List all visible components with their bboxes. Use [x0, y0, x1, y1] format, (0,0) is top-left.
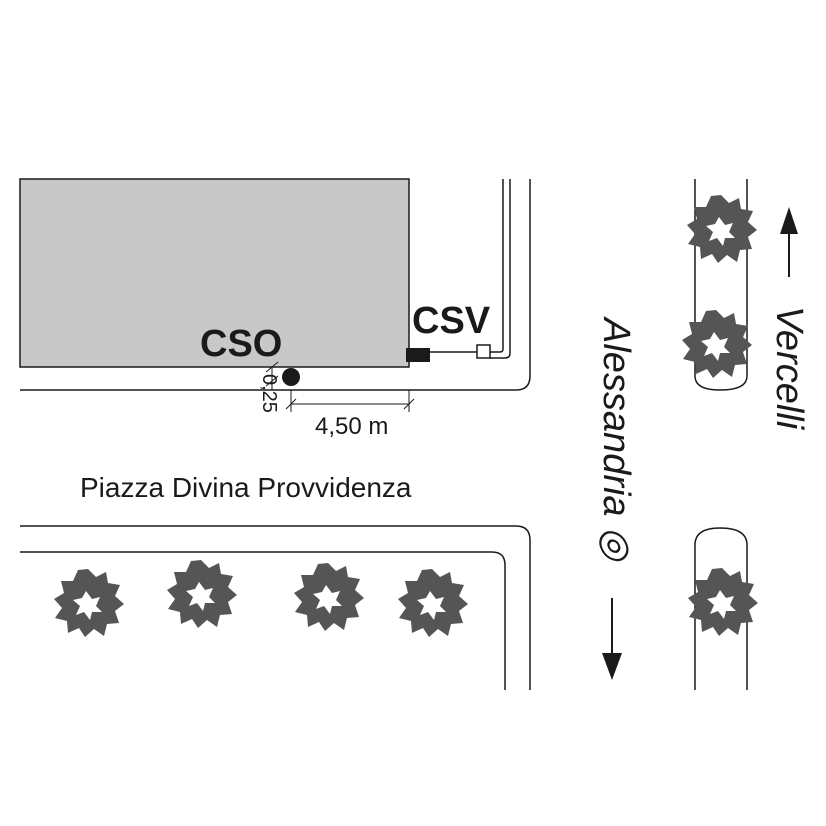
csv-box — [476, 344, 491, 359]
tree-icon — [54, 569, 124, 637]
csv-label: CSV — [412, 300, 491, 342]
median-island-bottom — [694, 527, 748, 690]
dimension-450 — [285, 390, 415, 412]
sidewalk-line-top — [20, 179, 531, 391]
service-conduit — [490, 179, 504, 353]
street-vercelli-label: Vercelli — [768, 306, 810, 431]
tree-icon — [167, 560, 237, 628]
building-block — [19, 178, 410, 368]
median-island-top — [694, 179, 748, 391]
offset-main-label: 4,50 m — [315, 413, 388, 440]
dimension-025 — [265, 361, 279, 390]
square-name-label: Piazza Divina Provvidenza — [80, 472, 412, 503]
arrow-down-icon — [602, 598, 622, 680]
street-alessandria-label: Alessandria ◎ — [595, 316, 637, 563]
csv-marker — [406, 348, 430, 362]
cso-marker — [282, 368, 300, 386]
tree-icon — [294, 563, 364, 631]
lower-sidewalk-inner — [20, 551, 506, 690]
lower-sidewalk-outer — [20, 525, 531, 690]
offset-small-label: 0,25 — [258, 374, 280, 413]
tree-icon — [398, 569, 468, 637]
tree-icon — [682, 310, 752, 378]
arrow-up-icon — [780, 207, 798, 277]
service-conduit-2 — [490, 179, 511, 359]
cso-label: CSO — [200, 323, 282, 365]
